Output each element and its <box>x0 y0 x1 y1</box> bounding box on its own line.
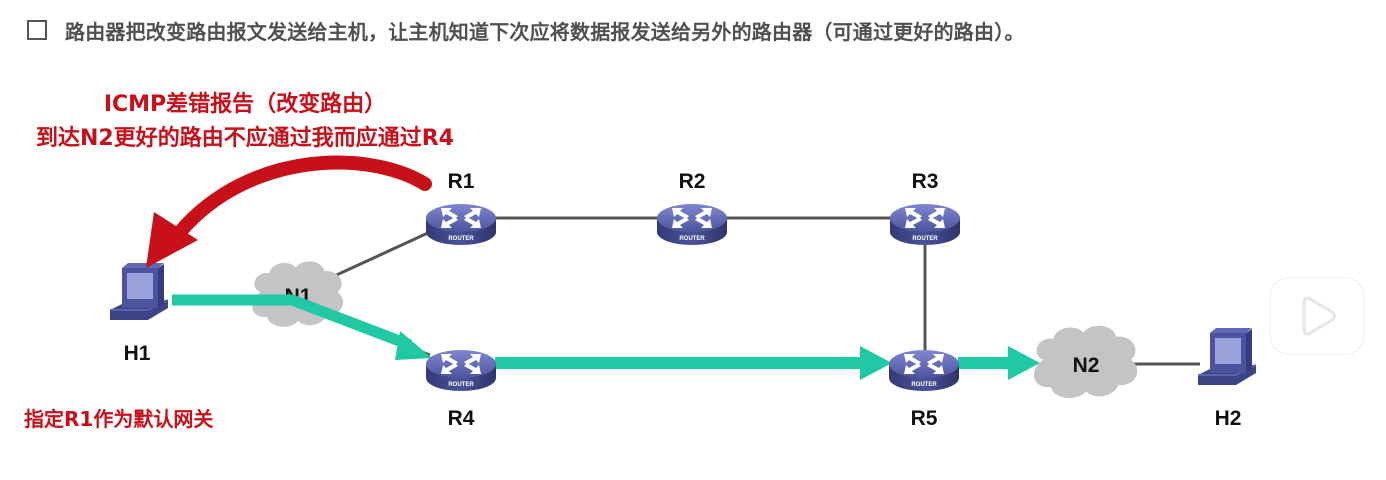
arrow-head-n2 <box>1008 346 1040 380</box>
host-h2[interactable] <box>1197 327 1257 386</box>
icmp-redirect-arrow <box>146 155 432 268</box>
arrow-head-r4 <box>395 331 432 360</box>
router-r3-label: R3 <box>912 170 939 193</box>
router-r2[interactable] <box>657 204 727 245</box>
host-h1[interactable] <box>109 262 169 321</box>
router-r1[interactable] <box>426 204 496 245</box>
data-path <box>172 294 1040 380</box>
default-gateway-note: 指定R1作为默认网关 <box>24 407 213 431</box>
play-video-icon[interactable] <box>1269 266 1365 355</box>
router-r5[interactable] <box>889 350 959 391</box>
header-text: 路由器把改变路由报文发送给主机，让主机知道下次应将数据报发送给另外的路由器（可通… <box>65 19 1025 44</box>
path-h1-n1-r4 <box>172 294 412 351</box>
icmp-detail: 到达N2更好的路由不应通过我而应通过R4 <box>36 125 454 151</box>
checkbox[interactable] <box>27 20 47 40</box>
router-r5-label: R5 <box>911 407 938 430</box>
icmp-title: ICMP差错报告（改变路由） <box>104 91 386 117</box>
router-r4[interactable] <box>426 350 496 391</box>
router-r3[interactable] <box>890 204 960 245</box>
router-r4-label: R4 <box>448 407 475 430</box>
router-r2-label: R2 <box>679 170 706 193</box>
question-header: 路由器把改变路由报文发送给主机，让主机知道下次应将数据报发送给另外的路由器（可通… <box>27 14 1025 46</box>
host-h2-label: H2 <box>1215 407 1242 430</box>
arrow-head-r5 <box>860 346 892 380</box>
router-r1-label: R1 <box>448 170 475 193</box>
link-n1-r1 <box>329 230 431 280</box>
host-h1-label: H1 <box>124 342 151 365</box>
network-n2-label: N2 <box>1073 354 1100 377</box>
